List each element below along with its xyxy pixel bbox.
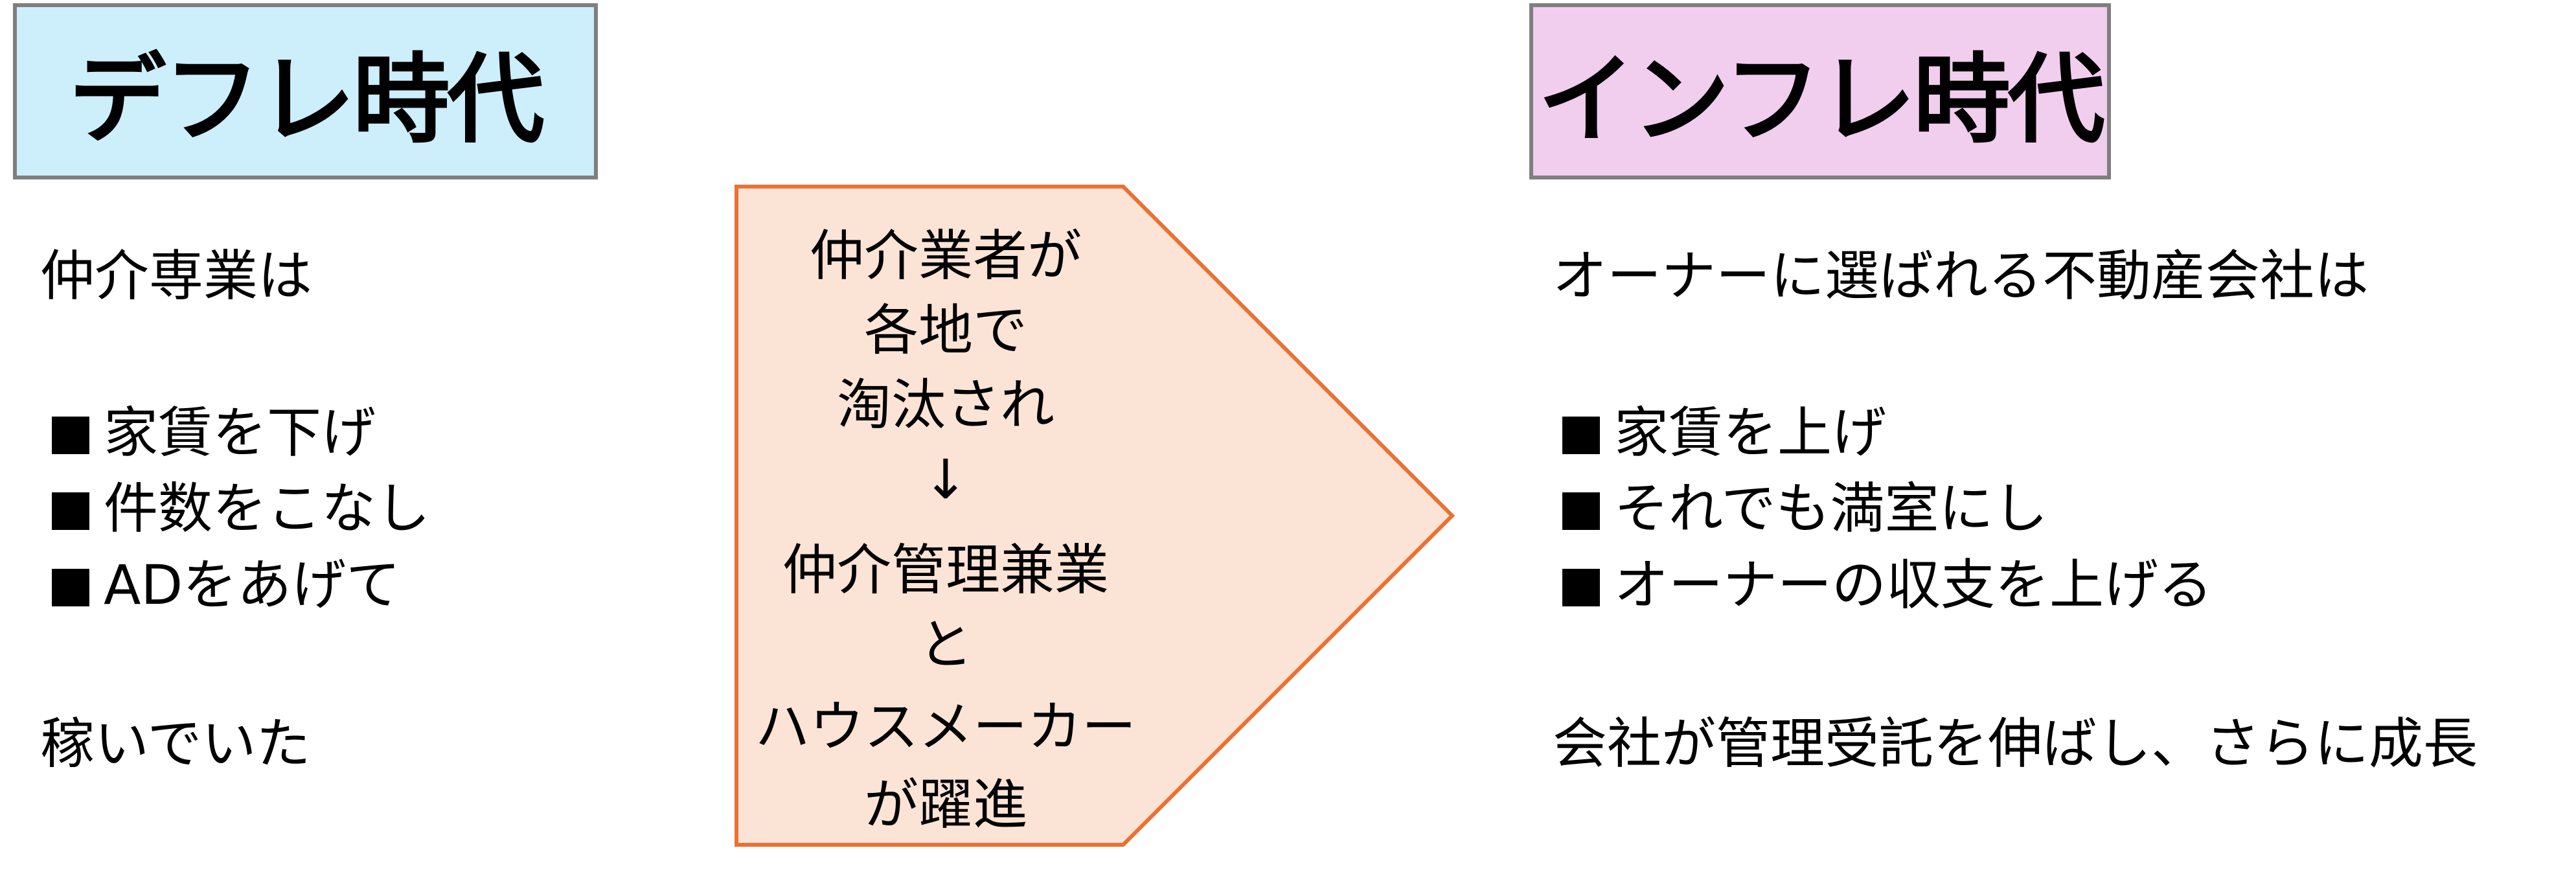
left-bullet-item: ADをあげて [52, 558, 400, 612]
square-bullet-icon [52, 492, 89, 530]
left-conclusion: 稼いでいた [40, 712, 311, 775]
square-bullet-icon [1562, 417, 1600, 454]
left-intro: 仲介専業は [40, 244, 313, 308]
arrow-text-line: と [918, 613, 973, 676]
arrow-text-line: ハウスメーカー [755, 695, 1136, 759]
left-bullet-item: 件数をこなし [52, 481, 430, 536]
arrow-text-line: 淘汰され [836, 373, 1054, 437]
right-bullet-item: 家賃を上げ [1562, 406, 1886, 460]
left-bullet-item: 家賃を下げ [52, 406, 376, 460]
arrow-text-line: 仲介管理兼業 [782, 538, 1109, 602]
bullet-text: 件数をこなし [104, 477, 431, 540]
square-bullet-icon [52, 569, 89, 606]
bullet-text: オーナーの収支を上げる [1614, 553, 2213, 617]
arrow-polygon [735, 185, 1455, 847]
square-bullet-icon [52, 417, 89, 454]
deflation-era-title: デフレ時代 [69, 43, 544, 157]
square-bullet-icon [1562, 492, 1600, 530]
bullet-text: ADをあげて [104, 553, 401, 617]
right-bullet-item: それでも満室にし [1562, 481, 2047, 536]
bullet-text: 家賃を上げ [1614, 401, 1887, 465]
down-arrow-icon: ↓ [922, 448, 969, 511]
bullet-text: それでも満室にし [1614, 477, 2048, 540]
right-intro: オーナーに選ばれる不動産会社は [1553, 244, 2369, 308]
right-conclusion: 会社が管理受託を伸ばし、さらに成長 [1553, 712, 2478, 775]
inflation-era-title: インフレ時代 [1538, 43, 2105, 157]
arrow-text-line: 仲介業者が [809, 224, 1082, 288]
inflation-era-title-box: インフレ時代 [1529, 3, 2111, 179]
bullet-text: 家賃を下げ [104, 401, 376, 465]
square-bullet-icon [1562, 569, 1600, 606]
right-bullet-item: オーナーの収支を上げる [1562, 558, 2213, 612]
deflation-era-title-box: デフレ時代 [13, 3, 598, 179]
arrow-text-line: 各地で [863, 299, 1027, 362]
arrow-text-line: が躍進 [863, 773, 1027, 836]
